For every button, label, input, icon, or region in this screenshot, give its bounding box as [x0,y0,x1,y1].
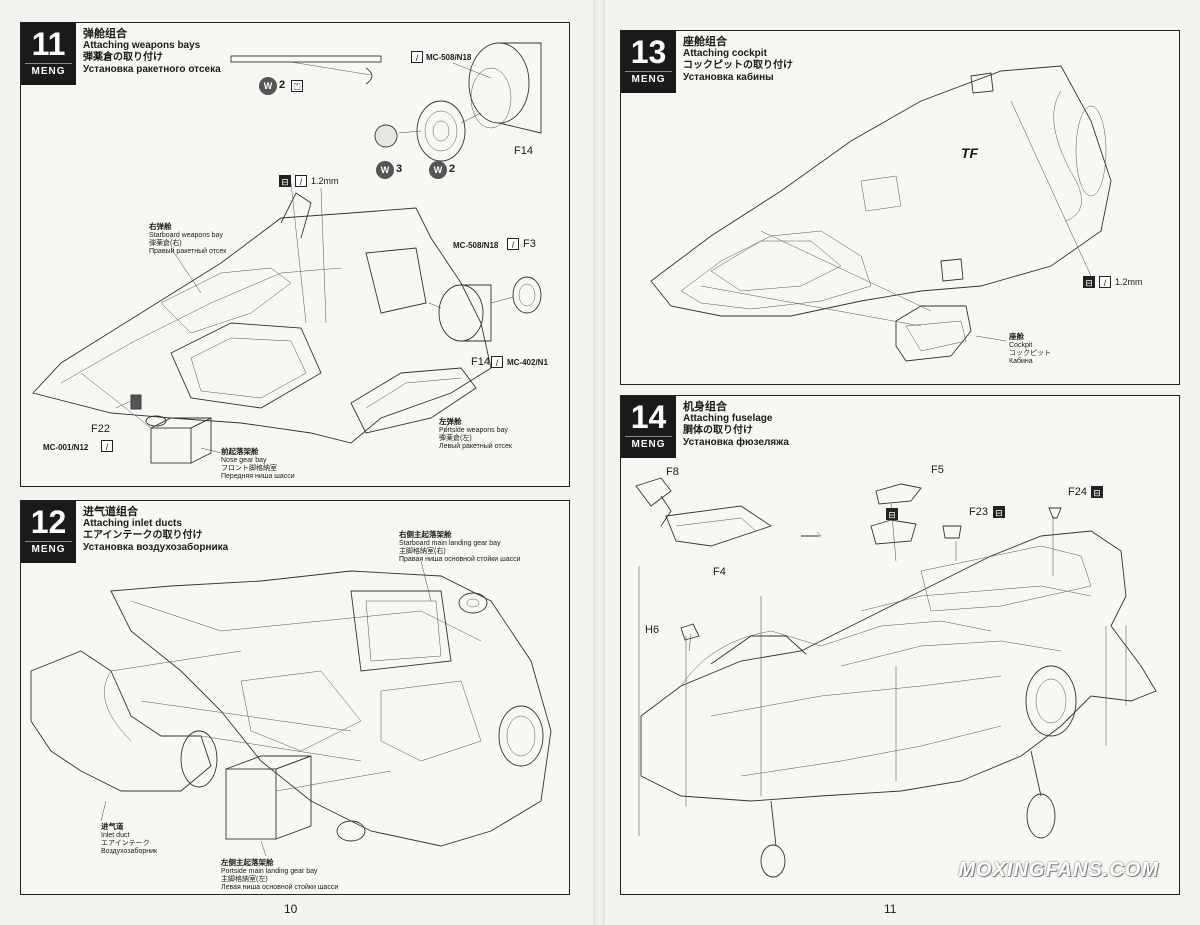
nose-gear-bay-label: 前起落架舱 Nose gear bay フロント脚格納室 Передняя ни… [221,447,295,481]
meng-logo: MENG [625,436,672,452]
paint-icon: / [507,238,519,250]
paint-icon: / [101,440,113,452]
step-14-panel: 14 MENG 机身组合 Attaching fuselage 胴体の取り付け … [620,395,1180,895]
meng-logo: MENG [25,541,72,557]
step-number: 12 [30,504,67,540]
page-number-right: 11 [884,902,897,916]
w-icon: W [429,161,447,179]
step-title: 进气道组合 Attaching inlet ducts エアインテークの取り付け… [83,506,229,553]
cement-icon: ⊟ [886,508,898,520]
meng-logo: MENG [25,63,72,79]
cement-icon: ⊟ [993,506,1005,518]
step-number-badge: 12 MENG [21,501,76,563]
inlet-duct-label: 进气道 Inlet duct エアインテーク Воздухозаборник [101,822,158,856]
step-11-panel: 11 MENG 弹舱组合 Attaching weapons bays 弾薬倉の… [20,22,570,487]
w-icon: W [259,77,277,95]
meng-logo: MENG [625,71,672,87]
step-12-illustration [30,560,552,857]
tf-stencil: TF [961,145,979,161]
step-number-badge: 13 MENG [621,31,676,93]
starboard-weapons-bay-label: 右弹舱 Starboard weapons bay 弾薬倉(右) Правый … [149,222,227,256]
page-fold [593,0,605,925]
portside-weapons-bay-label: 左弹舱 Portside weapons bay 弾薬倉(左) Левый ра… [439,417,512,451]
step-13-panel: 13 MENG 座舱组合 Attaching cockpit コックピットの取り… [620,30,1180,385]
cockpit-label: 座舱 Cockpit コックピット Кабина [1009,332,1051,366]
step-title: 弹舱组合 Attaching weapons bays 弾薬倉の取り付け Уст… [83,28,221,75]
step-title: 机身组合 Attaching fuselage 胴体の取り付け Установк… [683,401,789,448]
cement-icon: ⊟ [1083,276,1095,288]
paint-icon: / [491,356,503,368]
paint-icon: / [411,51,423,63]
step-12-panel: 12 MENG 进气道组合 Attaching inlet ducts エアイン… [20,500,570,895]
w-icon: W [376,161,394,179]
step-number-badge: 14 MENG [621,396,676,458]
cement-icon: ⊟ [279,175,291,187]
page-number-left: 10 [284,902,298,916]
step-11-illustration [32,42,542,464]
drill-icon: / [295,175,307,187]
starboard-main-gear-bay-label: 右侧主起落架舱 Starboard main landing gear bay … [399,530,521,564]
step-14-illustration [635,477,1157,878]
step-number: 13 [630,34,667,70]
step-title: 座舱组合 Attaching cockpit コックピットの取り付け Устан… [683,36,793,83]
step-number-badge: 11 MENG [21,23,76,85]
step-number: 14 [630,399,667,435]
watermark: MOXINGFANS.COM [958,859,1159,881]
portside-main-gear-bay-label: 左侧主起落架舱 Portside main landing gear bay 主… [221,858,339,892]
step-number: 11 [31,26,66,62]
step-13-illustration [650,65,1112,362]
glue-icon: ⏍ [291,80,303,92]
cement-icon: ⊟ [1091,486,1103,498]
drill-icon: / [1099,276,1111,288]
